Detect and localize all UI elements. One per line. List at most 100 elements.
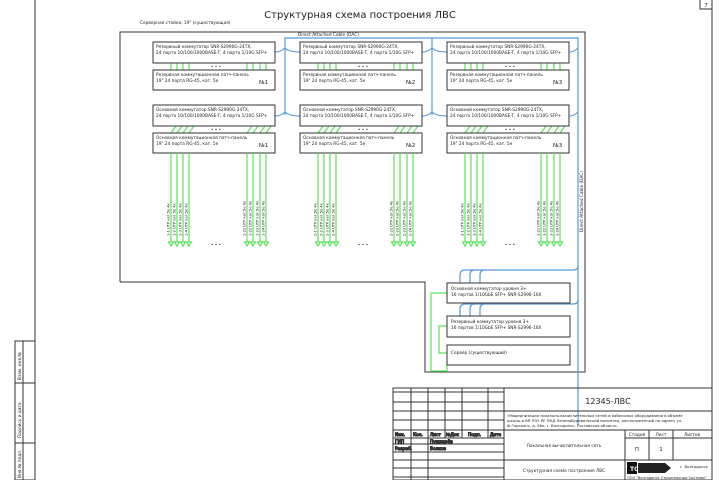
device-label: Основной коммутатор SNR-S2990G-24TX, xyxy=(450,106,543,113)
cable-label: 1-4 UTP кат.5е 4х xyxy=(185,202,189,236)
reserve-switch[interactable]: Резервный коммутатор SNR-S2990G-24TX,24 … xyxy=(299,41,423,64)
outgoing-cable: 1-1 UTP кат.5е 4х xyxy=(167,153,175,248)
outgoing-cable: 3-21 UTP кат.5е 4х xyxy=(537,153,545,248)
arrow-icon xyxy=(314,241,322,248)
core-main-switch[interactable]: Основной коммутатор уровня 3+ 16 портов … xyxy=(446,282,571,304)
title-block-header: Изм. xyxy=(395,432,405,438)
arrow-icon xyxy=(479,241,487,248)
cable-label: 3-2 UTP кат.5е 4х xyxy=(467,202,471,236)
reserve-patch-panel[interactable]: Резервная коммутационная патч-панель19" … xyxy=(299,69,423,91)
stage-value: П xyxy=(635,447,639,453)
outgoing-cable: 2-24 UTP кат.5е 4х xyxy=(409,153,417,248)
cable-label: 3-22 UTP кат.5е 4х xyxy=(543,200,547,236)
outgoing-cable: 1-21 UTP кат.5е 4х xyxy=(243,153,251,248)
role-label: Разраб. xyxy=(395,446,412,452)
device-label: Резервный коммутатор SNR-S2990G-24TX, xyxy=(303,43,399,50)
main-switch[interactable]: Основной коммутатор SNR-S2990G-24TX,24 п… xyxy=(299,104,423,127)
outgoing-cable: 1-24 UTP кат.5е 4х xyxy=(262,153,270,248)
sheet-frame xyxy=(34,0,713,480)
outgoing-cable: 2-2 UTP кат.5е 4х xyxy=(320,153,328,248)
panel-number: №2 xyxy=(406,80,415,86)
panel-number: №3 xyxy=(553,143,563,149)
server[interactable]: Сервер (существующий) xyxy=(446,344,571,366)
arrow-icon xyxy=(537,241,545,248)
page-title: Структурная схема построения ЛВС xyxy=(264,10,456,21)
svg-text:ТС: ТС xyxy=(630,466,639,473)
arrow-icon xyxy=(173,241,181,248)
reserve-patch-panel[interactable]: Резервная коммутационная патч-панель19" … xyxy=(446,69,570,91)
cable-label: 3-4 UTP кат.5е 4х xyxy=(479,202,483,236)
device-label: 19" 24 порта RG-45, кат. 5е xyxy=(156,78,219,84)
panel-number: №1 xyxy=(259,80,268,86)
company-name: ООО "Волгодонск Строительные Системы" xyxy=(627,476,707,480)
arrow-icon xyxy=(390,241,398,248)
main-switch[interactable]: Основной коммутатор SNR-S2990G-24TX,24 п… xyxy=(446,104,570,127)
cable-label: 2-21 UTP кат.5е 4х xyxy=(390,200,394,236)
arrow-icon xyxy=(556,241,564,248)
device-label: Основной коммутатор SNR-S2990G-24TX, xyxy=(303,106,396,113)
ellipsis: • • • xyxy=(358,243,368,248)
outgoing-cable: 2-3 UTP кат.5е 4х xyxy=(326,153,334,248)
cable-label: 3-1 UTP кат.5е 4х xyxy=(461,202,465,236)
cable-label: 1-22 UTP кат.5е 4х xyxy=(249,200,253,236)
ellipsis: • • • xyxy=(358,128,368,133)
arrow-icon xyxy=(262,241,270,248)
cable-label: 1-21 UTP кат.5е 4х xyxy=(243,200,247,236)
device-label: 19" 24 порта RG-45, кат. 5е xyxy=(303,141,366,147)
device-label: Сервер (существующий) xyxy=(451,349,507,356)
outgoing-cable: 1-23 UTP кат.5е 4х xyxy=(256,153,264,248)
project-description: «Модернизация локально-вычислительных се… xyxy=(507,413,683,418)
device-label: 19" 24 порта RG-45, кат. 5е xyxy=(303,78,366,84)
outgoing-cable: 2-1 UTP кат.5е 4х xyxy=(314,153,322,248)
outgoing-cable: 3-3 UTP кат.5е 4х xyxy=(473,153,481,248)
sheet-value: 1 xyxy=(659,447,663,453)
side-stamp-label: Взам. инв.№ xyxy=(17,352,23,380)
device-label: 24 порта 10/100/1000BASE-T, 4 порта 1/10… xyxy=(156,50,268,56)
cable-label: 1-1 UTP кат.5е 4х xyxy=(167,202,171,236)
panel-number: №3 xyxy=(553,80,563,86)
dac-label: Direct Attached Cable (DAC) xyxy=(298,32,359,38)
sheet-corner-box xyxy=(699,0,713,10)
device-label: Резервная коммутационная патч-панель xyxy=(303,72,396,78)
title-block-header: Лист xyxy=(430,432,441,438)
outgoing-cable: 2-4 UTP кат.5е 4х xyxy=(332,153,340,248)
core-reserve-switch[interactable]: Резервный коммутатор уровня 3+ 16 портов… xyxy=(446,315,571,338)
arrow-icon xyxy=(320,241,328,248)
arrow-icon xyxy=(403,241,411,248)
cable-label: 2-1 UTP кат.5е 4х xyxy=(314,202,318,236)
ellipsis: • • • xyxy=(358,65,368,70)
cable-label: 3-21 UTP кат.5е 4х xyxy=(537,200,541,236)
device-label: Резервная коммутационная патч-панель xyxy=(450,72,543,78)
server-links xyxy=(430,292,448,372)
device-label: 24 порта 10/100/1000BASE-T, 4 порта 1/10… xyxy=(156,113,268,119)
device-label: 19" 24 порта RG-45, кат. 5е xyxy=(450,141,513,147)
equipment-column-2: • • •• • •Резервный коммутатор SNR-S2990… xyxy=(299,41,423,248)
main-switch[interactable]: Основной коммутатор SNR-S2990G-24TX,24 п… xyxy=(152,104,276,127)
arrow-icon xyxy=(256,241,264,248)
title-block-header: Подп. xyxy=(468,432,481,438)
arrow-icon xyxy=(326,241,334,248)
arrow-icon xyxy=(243,241,251,248)
arrow-icon xyxy=(409,241,417,248)
title-block-text: 12345-ЛВС «Модернизация локально-вычисли… xyxy=(507,397,709,480)
outgoing-cable: 3-23 UTP кат.5е 4х xyxy=(550,153,558,248)
arrow-icon xyxy=(543,241,551,248)
cable-label: 2-24 UTP кат.5е 4х xyxy=(409,200,413,236)
reserve-switch[interactable]: Резервный коммутатор SNR-S2990G-24TX,24 … xyxy=(152,41,276,64)
reserve-patch-panel[interactable]: Резервная коммутационная патч-панель19" … xyxy=(152,69,276,91)
arrow-icon xyxy=(396,241,404,248)
device-label: 19" 24 порта RG-45, кат. 5е xyxy=(156,141,219,147)
reserve-switch[interactable]: Резервный коммутатор SNR-S2990G-24TX,24 … xyxy=(446,41,570,64)
ellipsis: • • • xyxy=(505,243,515,248)
outgoing-cable: 1-2 UTP кат.5е 4х xyxy=(173,153,181,248)
outgoing-cable: 2-23 UTP кат.5е 4х xyxy=(403,153,411,248)
arrow-icon xyxy=(461,241,469,248)
device-label: 16 портов 1/10GbE SFP+ SNR-S2996-16X xyxy=(451,325,542,331)
sheets-label: Листов xyxy=(684,432,701,438)
outgoing-cable: 1-4 UTP кат.5е 4х xyxy=(185,153,193,248)
